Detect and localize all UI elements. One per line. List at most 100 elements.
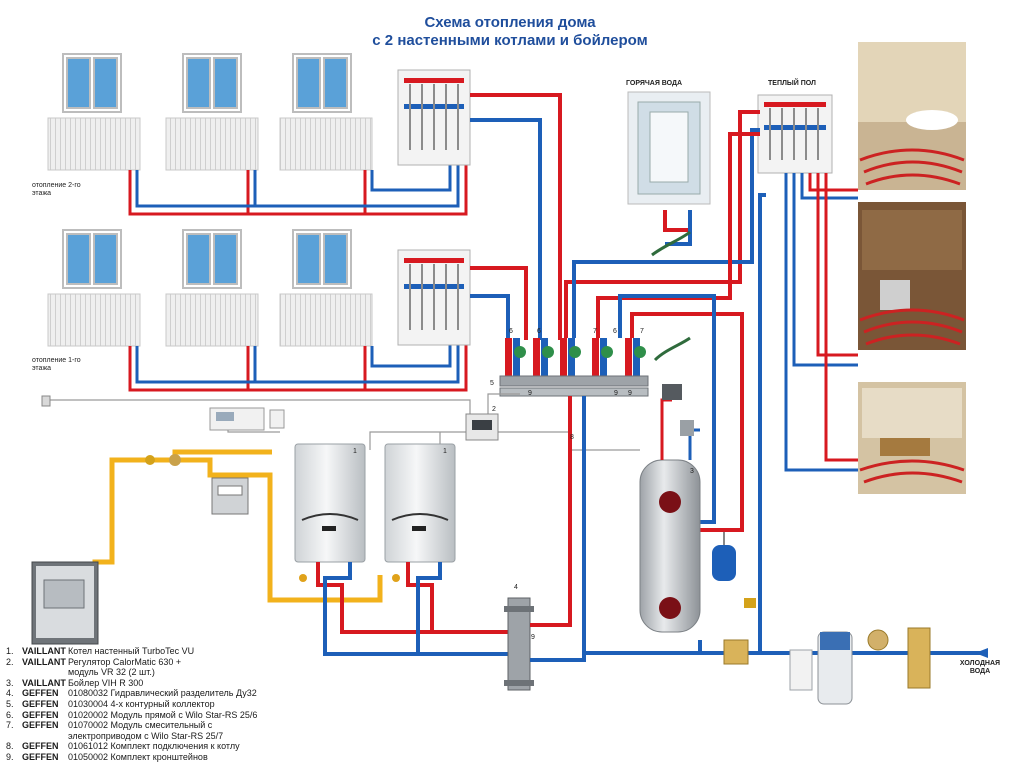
- callout-2: 2: [492, 406, 496, 413]
- callout-1a: 1: [353, 448, 357, 455]
- legend-num: 5.: [6, 698, 14, 709]
- collector-bar: [499, 387, 649, 397]
- legend-brand: GEFFEN: [22, 709, 59, 720]
- callout-7b: 7: [640, 328, 644, 335]
- manifold-cabinet-floor2: [397, 69, 471, 166]
- legend-brand: [22, 667, 68, 678]
- window-icon: [292, 229, 352, 289]
- wall-boiler-right: [384, 443, 456, 563]
- callout-6b: 6: [537, 328, 541, 335]
- legend-desc: 01050002 Комплект кронштейнов: [68, 751, 208, 762]
- window-icon: [62, 53, 122, 113]
- warm-floor-room-pipes: [784, 173, 858, 472]
- gas-valve-icon: [145, 454, 181, 466]
- pump-module: [560, 338, 581, 378]
- radiator-supply-pipes: [128, 165, 468, 392]
- pump-module: [505, 338, 526, 378]
- legend-row: 4. GEFFEN 01080032 Гидравлический разделит…: [6, 688, 257, 699]
- radiator-icon: [279, 293, 373, 347]
- legend-brand: GEFFEN: [22, 688, 59, 699]
- pump-module: [533, 338, 554, 378]
- legend-desc: 01070002 Модуль смесительный с: [68, 720, 213, 731]
- collector-bar: [499, 375, 649, 387]
- legend-num: [6, 731, 22, 742]
- label-warm-floor: ТЕПЛЫЙ ПОЛ: [768, 80, 816, 87]
- windows-floor2: [62, 53, 352, 113]
- legend-num: 6.: [6, 709, 14, 720]
- label-hot-water: ГОРЯЧАЯ ВОДА: [626, 80, 683, 87]
- floor-supply-pipes: [470, 93, 562, 340]
- shower-cabin-photo: [627, 91, 711, 205]
- hydraulic-separator: [504, 597, 534, 691]
- room-thermostat: [209, 407, 285, 431]
- boiler-outlet-fittings: [299, 574, 400, 582]
- legend-brand: [22, 731, 68, 742]
- radiators-floor2: [47, 117, 373, 171]
- callout-3: 3: [690, 468, 694, 475]
- legend-desc: Котел настенный TurboTec VU: [68, 646, 195, 656]
- legend-desc: 01061012 Комплект подключения к котлу: [68, 741, 240, 752]
- legend-num: 3.: [6, 677, 14, 688]
- legend-num: 8.: [6, 741, 14, 752]
- window-icon: [292, 53, 352, 113]
- callout-6c: 6: [613, 328, 617, 335]
- diagram-title: Схема отопления дома с 2 настенными котл…: [300, 14, 720, 50]
- legend-row: 6. GEFFEN 01020002 Модуль прямой с Wilo St…: [6, 710, 257, 721]
- legend-num: [6, 667, 22, 678]
- room-photo-living: [858, 382, 966, 494]
- flex-hose: [651, 230, 691, 257]
- legend-brand: GEFFEN: [22, 741, 59, 752]
- callout-9b: 9: [614, 390, 618, 397]
- radiator-return-pipes: [135, 165, 460, 384]
- legend-num: 1.: [6, 646, 14, 656]
- callout-9d: 9: [628, 390, 632, 397]
- legend-desc: модуль VR 32 (2 шт.): [68, 667, 155, 678]
- legend-brand: GEFFEN: [22, 698, 59, 709]
- mixing-valve: [680, 420, 694, 436]
- radiator-icon: [47, 293, 141, 347]
- radiator-icon: [165, 117, 259, 171]
- window-icon: [182, 229, 242, 289]
- wall-boiler-left: [294, 443, 366, 563]
- outdoor-sensor-icon: [41, 395, 51, 407]
- legend-row: электроприводом с Wilo Star-RS 25/7: [6, 731, 257, 742]
- callout-1b: 1: [443, 448, 447, 455]
- manifold-cabinet-floor1: [397, 249, 471, 346]
- callout-9a: 9: [528, 390, 532, 397]
- recirculation-pump: [662, 384, 682, 400]
- callout-8: 8: [570, 434, 574, 441]
- legend-row: модуль VR 32 (2 шт.): [6, 667, 257, 678]
- legend-desc: Бойлер VIH R 300: [68, 677, 144, 688]
- arrow-left-icon: [975, 648, 988, 658]
- callout-6a: 6: [509, 328, 513, 335]
- pump-module-group: [499, 338, 649, 397]
- legend-num: 9.: [6, 751, 14, 762]
- label-floor1: отопление 1-го этажа: [32, 357, 81, 372]
- radiator-icon: [165, 293, 259, 347]
- callout-5: 5: [490, 380, 494, 387]
- legend-brand: VAILLANT: [22, 677, 66, 688]
- legend-desc: электроприводом с Wilo Star-RS 25/7: [68, 730, 224, 741]
- callout-7a: 7: [593, 328, 597, 335]
- boiler-return-pipes: [323, 562, 520, 656]
- label-floor2: отопление 2-го этажа: [32, 182, 81, 197]
- legend-brand: VAILLANT: [22, 646, 66, 656]
- windows-floor1: [62, 229, 352, 289]
- callout-4: 4: [514, 584, 518, 591]
- legend-desc: 01080032 Гидравлический разделитель Ду32: [68, 688, 257, 699]
- label-cold-water: ХОЛОДНАЯ ВОДА: [959, 660, 1001, 675]
- legend-desc: 01020002 Модуль прямой с Wilo Star-RS 25…: [68, 709, 258, 720]
- radiator-icon: [47, 117, 141, 171]
- legend-num: 2.: [6, 656, 14, 667]
- water-treatment: [723, 627, 931, 705]
- legend-num: 4.: [6, 688, 14, 699]
- radiators-floor1: [47, 293, 373, 347]
- radiator-icon: [279, 117, 373, 171]
- upper-right-pipes: [564, 110, 760, 532]
